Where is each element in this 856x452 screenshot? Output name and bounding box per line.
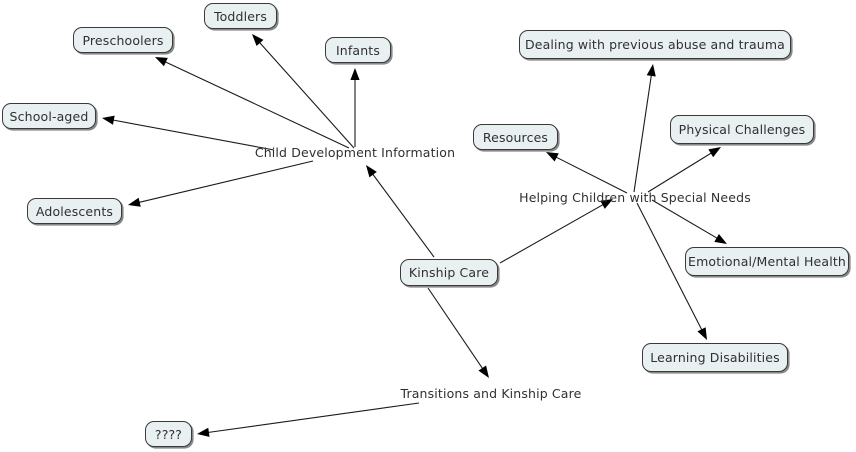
- node-unknown[interactable]: ????: [145, 421, 192, 447]
- node-child-dev[interactable]: Child Development Information: [255, 143, 455, 161]
- edge-line: [257, 40, 355, 149]
- node-label: Kinship Care: [408, 265, 490, 280]
- node-label: ????: [154, 426, 183, 442]
- node-infants[interactable]: Infants: [325, 37, 391, 63]
- node-resources[interactable]: Resources: [473, 124, 558, 150]
- node-label: Helping Children with Special Needs: [519, 189, 751, 205]
- arrow-head-icon: [350, 68, 360, 80]
- edge-line: [370, 171, 435, 258]
- arrow-head-icon: [708, 147, 721, 158]
- arrow-head-icon: [714, 233, 727, 244]
- node-label: Child Development Information: [254, 144, 456, 160]
- node-label: Physical Challenges: [678, 122, 806, 137]
- edge-line: [633, 72, 653, 193]
- node-label: Resources: [482, 129, 549, 145]
- node-physical[interactable]: Physical Challenges: [670, 115, 814, 144]
- arrow-head-icon: [646, 64, 656, 77]
- node-adolescents[interactable]: Adolescents: [27, 198, 122, 224]
- edge-line: [651, 199, 720, 240]
- node-learning[interactable]: Learning Disabilities: [642, 343, 788, 372]
- edge-line: [110, 119, 275, 151]
- arrow-head-icon: [697, 327, 707, 340]
- arrow-head-icon: [197, 427, 210, 437]
- node-label: Adolescents: [35, 203, 114, 219]
- arrow-head-icon: [478, 365, 489, 378]
- edge-line: [427, 287, 485, 371]
- node-helping[interactable]: Helping Children with Special Needs: [515, 188, 755, 206]
- arrow-head-icon: [155, 57, 168, 67]
- node-transitions[interactable]: Transitions and Kinship Care: [396, 384, 586, 402]
- arrow-head-icon: [102, 115, 115, 125]
- node-label: Toddlers: [213, 8, 268, 24]
- edge-line: [647, 151, 714, 193]
- arrow-head-icon: [546, 152, 559, 162]
- node-dealing-abuse[interactable]: Dealing with previous abuse and trauma: [519, 30, 791, 59]
- arrow-head-icon: [252, 34, 264, 47]
- node-toddlers[interactable]: Toddlers: [204, 3, 277, 29]
- arrow-head-icon: [600, 199, 613, 209]
- edge-line: [636, 202, 704, 333]
- edge-line: [205, 402, 420, 434]
- node-label: Infants: [335, 42, 381, 58]
- node-label: Transitions and Kinship Care: [400, 385, 582, 401]
- node-label: School-aged: [9, 108, 89, 124]
- node-kinship-care[interactable]: Kinship Care: [400, 259, 498, 286]
- node-preschoolers[interactable]: Preschoolers: [73, 27, 173, 53]
- edge-line: [499, 202, 606, 264]
- node-emotional[interactable]: Emotional/Mental Health: [685, 247, 849, 276]
- node-label: Emotional/Mental Health: [688, 254, 846, 269]
- edge-line: [553, 155, 628, 194]
- arrow-head-icon: [366, 165, 377, 178]
- edge-line: [162, 60, 350, 149]
- edge-line: [136, 160, 314, 204]
- node-label: Dealing with previous abuse and trauma: [524, 37, 785, 52]
- node-school-aged[interactable]: School-aged: [2, 103, 96, 129]
- node-label: Preschoolers: [82, 32, 164, 48]
- arrow-head-icon: [128, 197, 141, 207]
- node-label: Learning Disabilities: [650, 350, 780, 365]
